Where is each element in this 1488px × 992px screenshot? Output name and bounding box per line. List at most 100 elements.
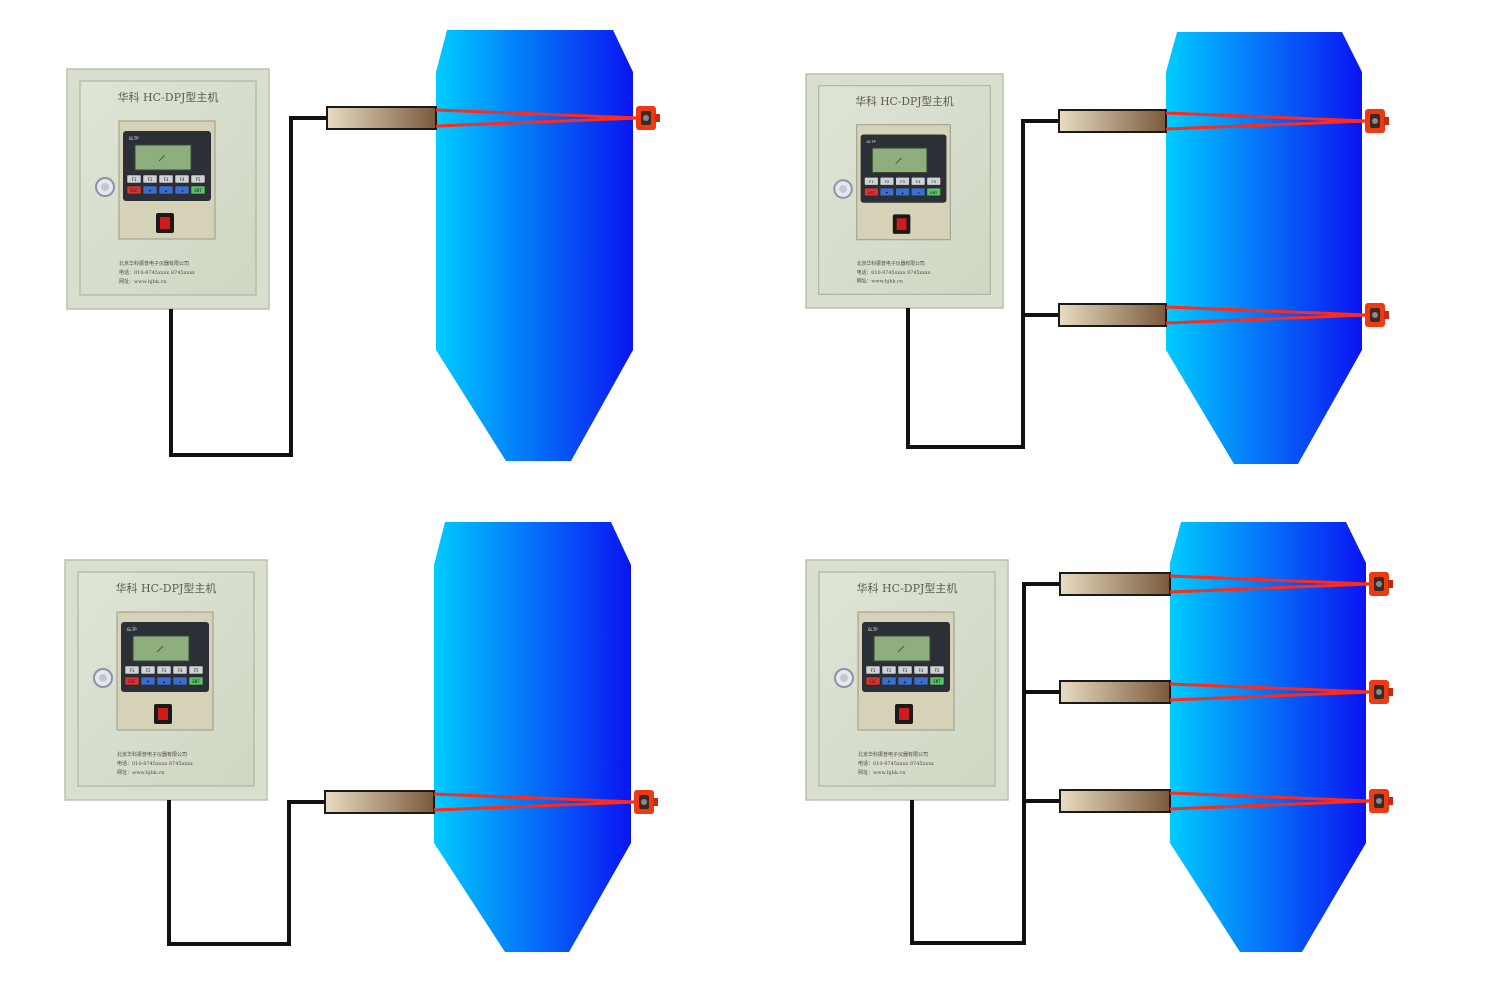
keypad-key	[158, 185, 174, 195]
keypad-key-label: F1	[869, 179, 874, 184]
keypad-key	[897, 665, 913, 675]
keypad-key	[156, 665, 172, 675]
keypad-key	[190, 174, 206, 184]
emitter-cap	[1384, 117, 1389, 125]
silo-vessel	[434, 522, 631, 952]
silo-vessel	[1170, 522, 1366, 952]
keypad-key-label: ENT	[930, 190, 938, 195]
probe-body	[1059, 680, 1171, 704]
probe-body	[1059, 789, 1171, 813]
keypad-key-label: ▼	[149, 188, 152, 193]
probe-body	[326, 106, 437, 130]
level-probe	[326, 106, 660, 130]
laser-beam-lower	[433, 800, 637, 812]
keypad-key-label: F3	[900, 179, 905, 184]
keypad-key	[926, 177, 941, 186]
keypad-key-label: ESC	[868, 190, 876, 195]
emitter-bolt	[643, 115, 649, 121]
keypad-key	[879, 187, 895, 197]
keypad-key-label: ENT	[933, 679, 941, 684]
keypad-key-label: F2	[885, 179, 890, 184]
keypad-key	[124, 665, 140, 675]
door-lock-core	[101, 183, 109, 191]
emitter-icon	[1369, 680, 1393, 704]
keypad-key	[929, 665, 945, 675]
keypad-key-label: ESC	[128, 679, 136, 684]
keypad-key	[142, 174, 158, 184]
laser-beam-lower	[1169, 690, 1372, 702]
keypad-key-label: F5	[931, 179, 936, 184]
keypad-key	[172, 676, 188, 686]
laser-beam-upper	[433, 792, 637, 804]
door-lock-core	[99, 674, 107, 682]
company-website: 网址：www.hjhk.cn	[119, 278, 167, 285]
company-phone: 电话：010-8745xxxx 8745xxxx	[117, 760, 193, 767]
signal-cable	[169, 118, 293, 457]
laser-beam-upper	[1169, 791, 1372, 803]
host-title: 华科 HC-DPJ型主机	[857, 581, 958, 595]
emitter-icon	[634, 790, 658, 814]
keypad-key-label: F2	[148, 177, 153, 182]
power-switch-rocker	[160, 217, 170, 229]
host-title: 华科 HC-DPJ型主机	[855, 95, 954, 108]
keypad-key	[926, 187, 941, 197]
keypad-key-label: F4	[178, 668, 183, 673]
keypad-key-label: ▲	[163, 679, 166, 684]
emitter-bolt	[641, 799, 647, 805]
laser-beam-upper	[1169, 682, 1372, 694]
lcd-screen	[132, 635, 190, 662]
level-probe	[1058, 303, 1389, 327]
level-probe	[324, 790, 658, 814]
keypad-key-label: F5	[196, 177, 201, 182]
keypad-key-label: F1	[130, 668, 135, 673]
power-switch-rocker	[158, 708, 168, 720]
door-lock-core	[840, 674, 848, 682]
laser-beam-upper	[1165, 305, 1368, 317]
keypad-key-label: ENT	[194, 188, 202, 193]
laser-beam-upper	[1169, 574, 1372, 586]
level-probe	[1059, 789, 1393, 813]
level-probe	[1059, 572, 1393, 596]
signal-cable	[906, 121, 1025, 449]
keypad-key	[897, 676, 913, 686]
lcd-glyph	[897, 645, 905, 653]
power-switch-rocker	[899, 708, 909, 720]
emitter-icon	[1369, 572, 1393, 596]
keypad-key-label: ESC	[130, 188, 138, 193]
lcd-brand: GLTP	[866, 139, 876, 144]
keypad-key-label: F3	[162, 668, 167, 673]
company-website: 网址：www.hjhk.cn	[857, 278, 903, 285]
keypad-key	[881, 665, 897, 675]
keypad-key	[124, 676, 140, 686]
keypad-key-label: F4	[180, 177, 185, 182]
lcd-brand: GLTP	[129, 136, 139, 141]
laser-beam-lower	[1169, 582, 1372, 594]
keypad-key-label: F2	[887, 668, 892, 673]
laser-beam-lower	[1165, 119, 1368, 131]
probe-body	[1059, 572, 1171, 596]
lcd-brand: GLTP	[127, 627, 137, 632]
silo-vessel	[1166, 32, 1362, 464]
keypad-key	[190, 185, 206, 195]
laser-beam-lower	[1169, 799, 1372, 811]
emitter-cap	[655, 114, 660, 122]
emitter-cap	[1388, 797, 1393, 805]
emitter-icon	[1365, 303, 1389, 327]
keypad-key	[142, 185, 158, 195]
keypad-key-label: F5	[935, 668, 940, 673]
keypad-key	[865, 676, 881, 686]
keypad-key-label: ◄	[917, 190, 920, 195]
keypad-key	[140, 676, 156, 686]
company-name: 北京华科振普电子仪器有限公司	[119, 260, 189, 267]
keypad-key-label: F2	[146, 668, 151, 673]
probe-body	[1058, 303, 1167, 327]
keypad-key-label: F5	[194, 668, 199, 673]
laser-beam-lower	[1165, 313, 1368, 325]
lcd-brand: GLTP	[868, 627, 878, 632]
